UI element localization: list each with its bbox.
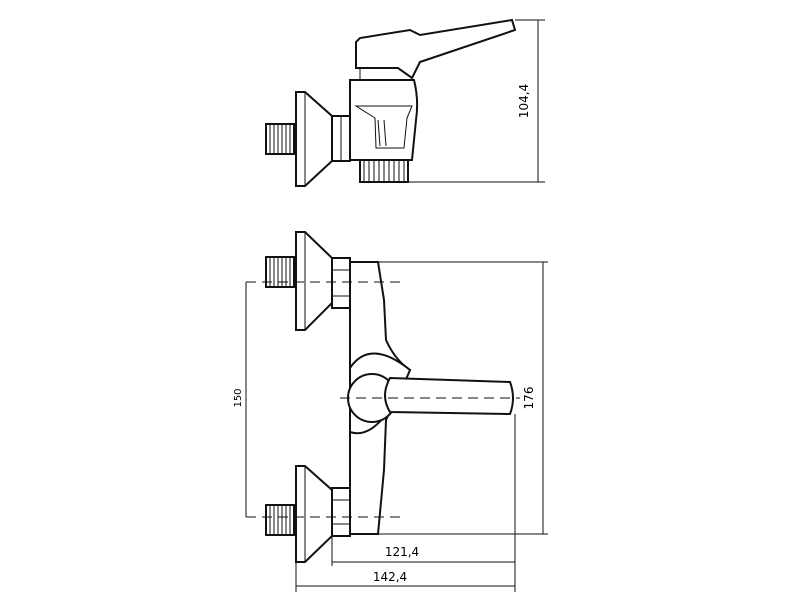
- body-hatch-top: [377, 119, 381, 147]
- threaded-inlet-top: [265, 123, 295, 155]
- mixer-body-top: [349, 79, 419, 161]
- side-view: 104,4: [265, 18, 545, 187]
- outlet-thread-lines: [363, 160, 405, 182]
- wall-flange-top: [295, 91, 333, 187]
- lever-top: [355, 18, 517, 80]
- dim-label-142: 142,4: [373, 570, 407, 584]
- lever-front: [384, 376, 514, 416]
- dim-label-104: 104,4: [517, 84, 531, 118]
- upper-inlet: [265, 231, 351, 331]
- dim-label-150: 150: [233, 388, 244, 407]
- lower-inlet: [265, 465, 351, 563]
- thread-lines-top: [269, 124, 291, 154]
- body-cartridge-top: [354, 105, 413, 149]
- dim-label-121: 121,4: [385, 545, 419, 559]
- front-view: 150 176 121,4 142,4: [233, 231, 548, 592]
- body-hatch-top-2: [383, 119, 387, 147]
- dim-label-176: 176: [522, 387, 536, 410]
